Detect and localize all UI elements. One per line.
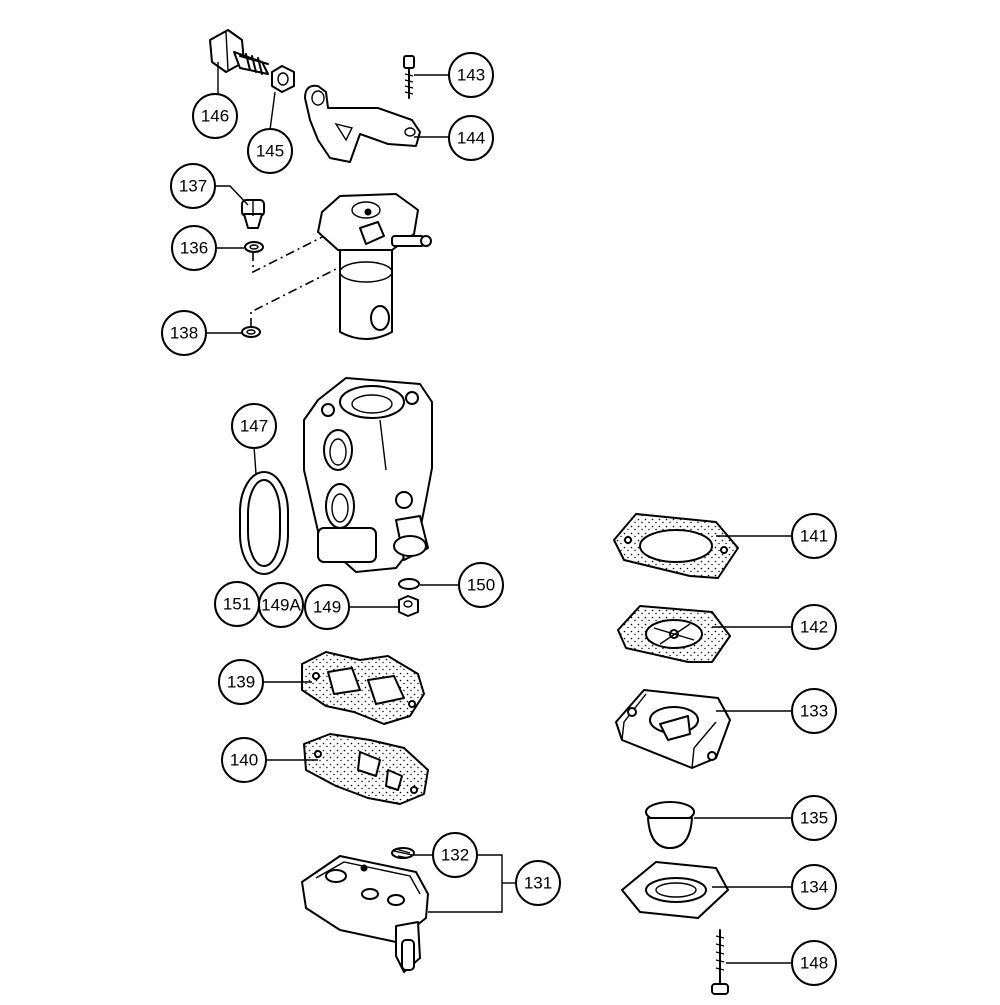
svg-text:141: 141 <box>800 527 828 546</box>
part-145-nut <box>271 65 295 93</box>
part-138-ring <box>241 326 261 338</box>
part-146-fitting <box>209 29 269 75</box>
svg-text:151: 151 <box>223 595 251 614</box>
part-137-plug <box>241 199 265 229</box>
callout-133[interactable]: 133 <box>791 688 837 734</box>
callout-151[interactable]: 151 <box>214 581 260 627</box>
callout-138[interactable]: 138 <box>161 310 207 356</box>
callout-132[interactable]: 132 <box>432 832 478 878</box>
callout-149A[interactable]: 149A <box>258 582 304 628</box>
callout-139[interactable]: 139 <box>218 659 264 705</box>
part-135-primer-bulb <box>645 801 695 849</box>
svg-text:149: 149 <box>313 598 341 617</box>
part-136-washer <box>244 241 264 253</box>
callout-131[interactable]: 131 <box>515 860 561 906</box>
callout-141[interactable]: 141 <box>791 513 837 559</box>
callout-149[interactable]: 149 <box>304 584 350 630</box>
leader-lines <box>205 62 793 964</box>
part-132-screen <box>391 847 415 859</box>
callout-137[interactable]: 137 <box>170 163 216 209</box>
svg-text:145: 145 <box>256 142 284 161</box>
callout-148[interactable]: 148 <box>791 940 837 986</box>
callout-146[interactable]: 146 <box>192 93 238 139</box>
callout-135[interactable]: 135 <box>791 795 837 841</box>
svg-text:149A: 149A <box>261 596 301 615</box>
svg-text:144: 144 <box>457 129 485 148</box>
part-pump-head <box>317 193 432 340</box>
svg-text:137: 137 <box>179 177 207 196</box>
callout-134[interactable]: 134 <box>791 864 837 910</box>
callout-145[interactable]: 145 <box>247 128 293 174</box>
part-147-oring <box>239 471 289 575</box>
svg-text:133: 133 <box>800 702 828 721</box>
svg-text:136: 136 <box>180 239 208 258</box>
svg-text:150: 150 <box>467 576 495 595</box>
callout-144[interactable]: 144 <box>448 115 494 161</box>
svg-text:143: 143 <box>457 66 485 85</box>
part-main-body <box>303 377 433 573</box>
svg-text:142: 142 <box>800 618 828 637</box>
callout-150[interactable]: 150 <box>458 562 504 608</box>
part-149-plug <box>398 595 419 617</box>
svg-text:131: 131 <box>524 874 552 893</box>
callout-147[interactable]: 147 <box>231 403 277 449</box>
svg-text:148: 148 <box>800 954 828 973</box>
part-144-bracket <box>304 84 421 163</box>
svg-text:132: 132 <box>441 846 469 865</box>
svg-text:146: 146 <box>201 107 229 126</box>
part-141-gasket <box>613 513 739 579</box>
callout-142[interactable]: 142 <box>791 604 837 650</box>
svg-text:147: 147 <box>240 417 268 436</box>
svg-text:139: 139 <box>227 673 255 692</box>
part-148-screw <box>711 929 729 995</box>
part-143-screw <box>403 55 415 99</box>
part-142-diaphragm <box>617 605 731 663</box>
svg-text:138: 138 <box>170 324 198 343</box>
callout-140[interactable]: 140 <box>221 737 267 783</box>
part-140-gasket <box>303 733 429 805</box>
svg-text:140: 140 <box>230 751 258 770</box>
part-150-ring <box>398 578 420 590</box>
callout-143[interactable]: 143 <box>448 52 494 98</box>
part-133-pump-cover <box>615 689 731 769</box>
callout-136[interactable]: 136 <box>171 225 217 271</box>
part-131-carb-body <box>301 855 429 973</box>
part-134-cover <box>621 861 729 919</box>
svg-text:135: 135 <box>800 809 828 828</box>
svg-text:134: 134 <box>800 878 828 897</box>
part-139-gasket <box>301 651 425 725</box>
